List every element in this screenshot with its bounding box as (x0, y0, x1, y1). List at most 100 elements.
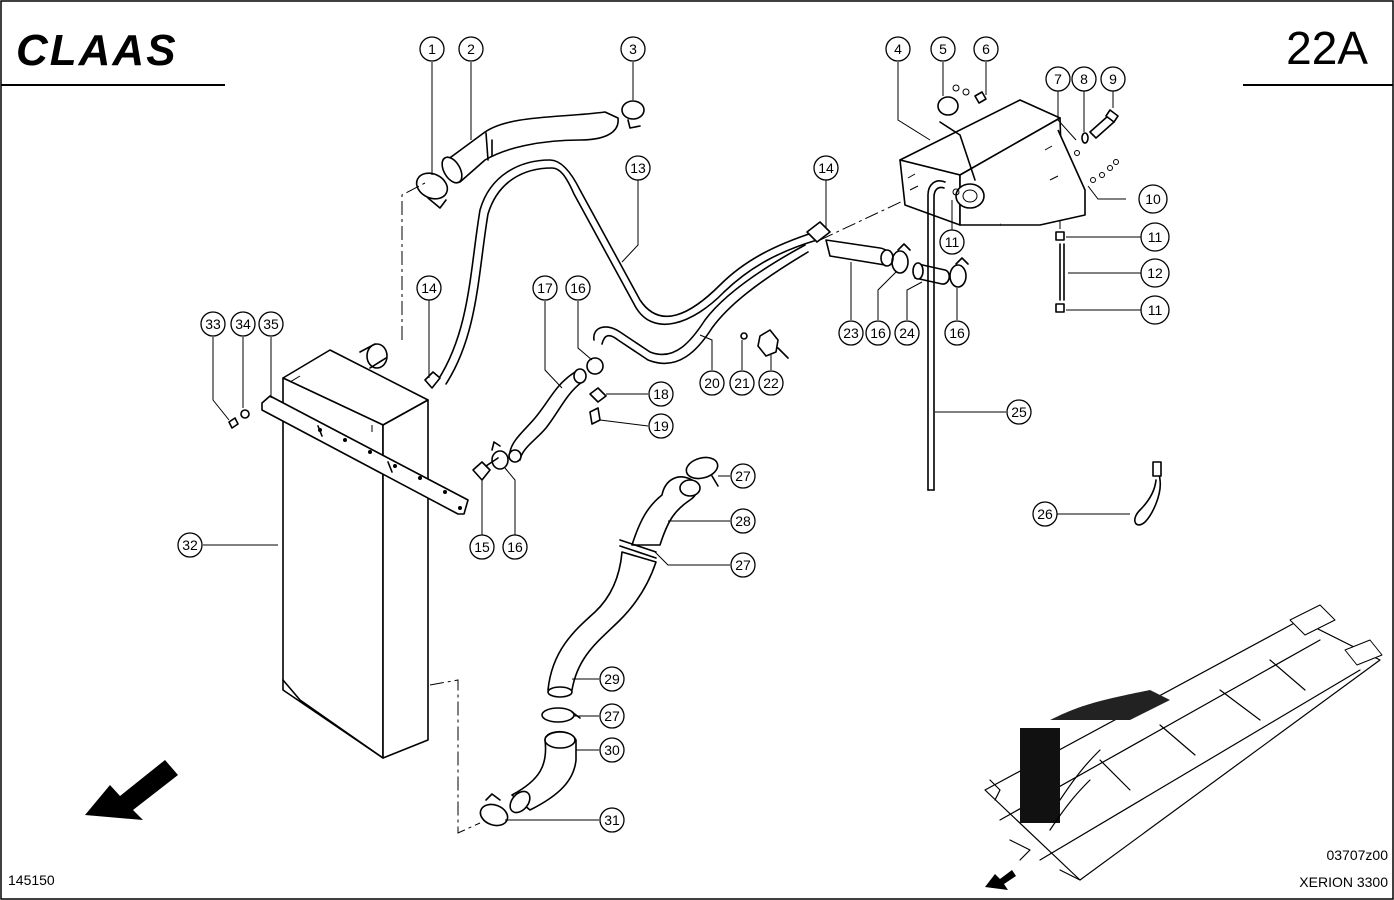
svg-text:10: 10 (1145, 191, 1161, 207)
intercooler-32 (261, 343, 469, 759)
svg-text:8: 8 (1080, 71, 1088, 87)
callout-35[interactable]: 35 (258, 311, 284, 337)
svg-text:29: 29 (604, 671, 620, 687)
svg-text:11: 11 (1148, 229, 1163, 245)
callout-11[interactable]: 11 (1140, 295, 1170, 325)
svg-text:16: 16 (949, 325, 965, 341)
svg-text:11: 11 (1148, 302, 1163, 318)
svg-text:2: 2 (467, 41, 475, 57)
svg-text:12: 12 (1147, 265, 1163, 281)
callout-27[interactable]: 27 (730, 463, 756, 489)
svg-text:23: 23 (843, 325, 859, 341)
svg-text:14: 14 (421, 280, 437, 296)
svg-text:22: 22 (763, 375, 779, 391)
callout-9[interactable]: 9 (1100, 66, 1126, 92)
expansion-tank-4 (899, 99, 1086, 226)
callout-15[interactable]: 15 (469, 534, 495, 560)
callout-13[interactable]: 13 (625, 155, 651, 181)
svg-text:4: 4 (894, 41, 902, 57)
thumbnail-direction-arrow-icon (985, 870, 1016, 890)
svg-text:27: 27 (735, 557, 751, 573)
callout-19[interactable]: 19 (648, 413, 674, 439)
svg-text:3: 3 (629, 41, 637, 57)
callout-16[interactable]: 16 (865, 320, 891, 346)
svg-text:11: 11 (945, 234, 960, 250)
drawing-lines (228, 84, 1162, 834)
callout-28[interactable]: 28 (730, 508, 756, 534)
svg-text:20: 20 (704, 375, 720, 391)
callout-5[interactable]: 5 (930, 36, 956, 62)
callout-31[interactable]: 31 (599, 807, 625, 833)
callouts: 1 2 3 4 5 6 7 8 9 10 11 11 11 12 13 14 1… (177, 36, 1170, 833)
svg-text:13: 13 (630, 160, 646, 176)
callout-26[interactable]: 26 (1032, 501, 1058, 527)
svg-text:5: 5 (939, 41, 947, 57)
callout-14[interactable]: 14 (416, 275, 442, 301)
svg-text:16: 16 (870, 325, 886, 341)
direction-arrow-icon (85, 760, 178, 820)
callout-23[interactable]: 23 (838, 320, 864, 346)
callout-3[interactable]: 3 (620, 36, 646, 62)
svg-text:25: 25 (1011, 404, 1027, 420)
callout-21[interactable]: 21 (729, 370, 755, 396)
callout-18[interactable]: 18 (648, 381, 674, 407)
callout-1[interactable]: 1 (419, 36, 445, 62)
callout-32[interactable]: 32 (177, 532, 203, 558)
callout-7[interactable]: 7 (1045, 66, 1071, 92)
svg-text:16: 16 (570, 280, 586, 296)
callout-12[interactable]: 12 (1140, 258, 1170, 288)
svg-text:26: 26 (1037, 506, 1053, 522)
callout-16[interactable]: 16 (502, 534, 528, 560)
callout-16[interactable]: 16 (565, 275, 591, 301)
svg-text:7: 7 (1054, 71, 1062, 87)
drawing-reference: 03707z00 (1326, 847, 1388, 863)
footer-left-code: 145150 (8, 872, 55, 888)
callout-29[interactable]: 29 (599, 666, 625, 692)
svg-text:33: 33 (205, 316, 221, 332)
callout-34[interactable]: 34 (230, 311, 256, 337)
svg-text:21: 21 (734, 375, 750, 391)
callout-8[interactable]: 8 (1071, 66, 1097, 92)
callout-22[interactable]: 22 (758, 370, 784, 396)
callout-2[interactable]: 2 (458, 36, 484, 62)
model-name: XERION 3300 (1299, 874, 1388, 890)
svg-text:14: 14 (818, 160, 834, 176)
callout-14[interactable]: 14 (813, 155, 839, 181)
svg-text:18: 18 (653, 386, 669, 402)
svg-text:24: 24 (899, 325, 915, 341)
svg-text:28: 28 (735, 513, 751, 529)
svg-text:16: 16 (507, 539, 523, 555)
svg-text:19: 19 (653, 418, 669, 434)
brand-logo: CLAAS (16, 26, 178, 75)
callout-6[interactable]: 6 (973, 36, 999, 62)
callout-24[interactable]: 24 (894, 320, 920, 346)
page-code: 22A (1286, 22, 1368, 74)
callout-4[interactable]: 4 (885, 36, 911, 62)
callout-10[interactable]: 10 (1138, 184, 1168, 214)
callout-27[interactable]: 27 (599, 703, 625, 729)
svg-text:1: 1 (428, 41, 436, 57)
svg-text:34: 34 (235, 316, 251, 332)
callout-20[interactable]: 20 (699, 370, 725, 396)
svg-text:6: 6 (982, 41, 990, 57)
callout-17[interactable]: 17 (532, 275, 558, 301)
chassis-locator-thumbnail (984, 604, 1383, 890)
callout-25[interactable]: 25 (1006, 399, 1032, 425)
svg-text:17: 17 (537, 280, 553, 296)
svg-text:32: 32 (182, 537, 198, 553)
svg-text:35: 35 (263, 316, 279, 332)
callout-27[interactable]: 27 (730, 552, 756, 578)
svg-text:27: 27 (604, 708, 620, 724)
callout-30[interactable]: 30 (599, 737, 625, 763)
svg-text:27: 27 (735, 468, 751, 484)
callout-11[interactable]: 11 (1140, 222, 1170, 252)
svg-text:15: 15 (474, 539, 490, 555)
callout-33[interactable]: 33 (200, 311, 226, 337)
svg-text:31: 31 (604, 812, 620, 828)
svg-text:30: 30 (604, 742, 620, 758)
callout-16[interactable]: 16 (944, 320, 970, 346)
callout-11[interactable]: 11 (939, 229, 965, 255)
svg-text:9: 9 (1109, 71, 1117, 87)
